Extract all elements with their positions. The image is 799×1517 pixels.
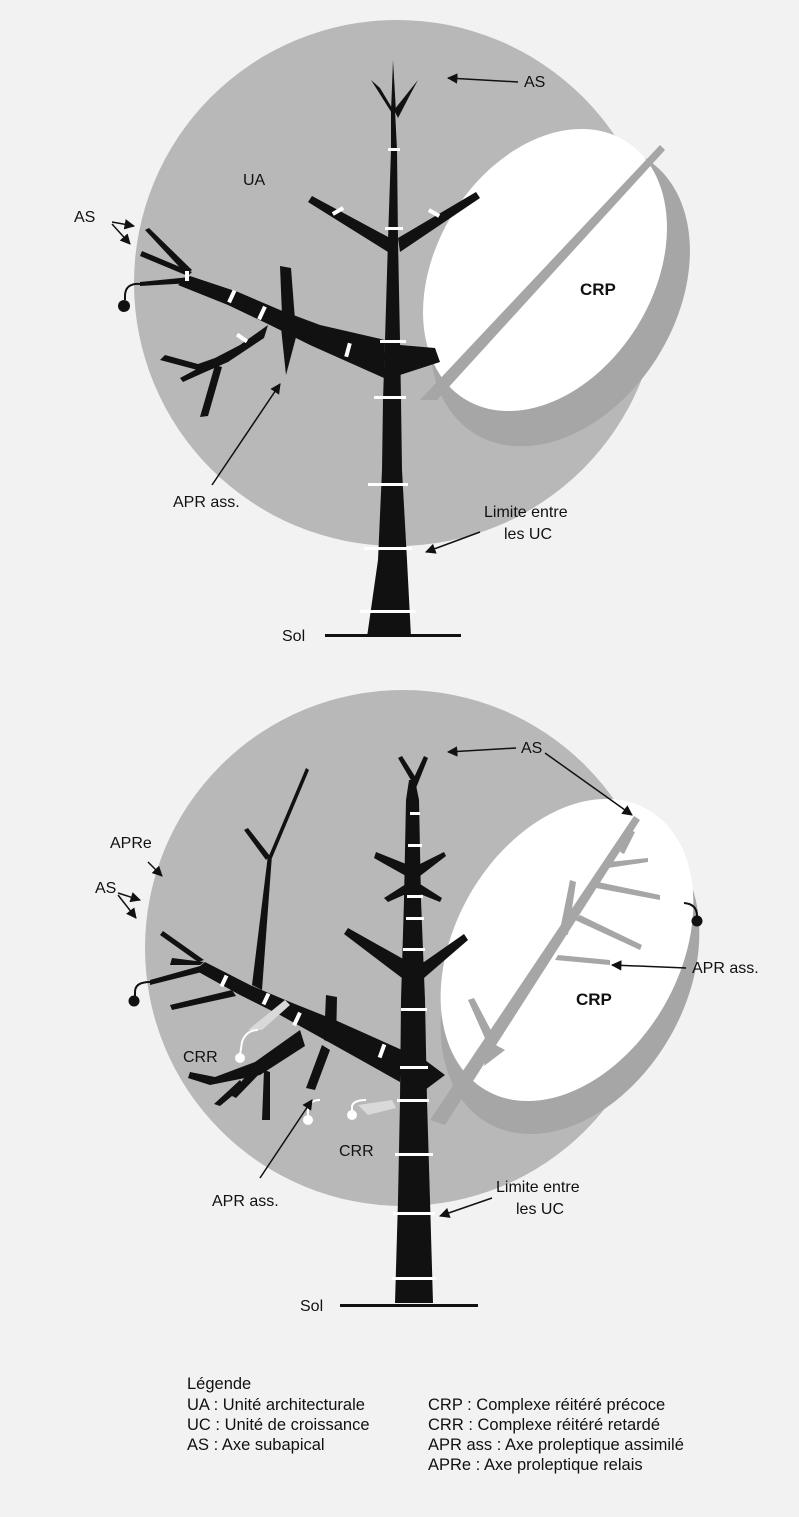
crr-bottom-dot-b — [347, 1110, 357, 1120]
label-sol-top: Sol — [282, 628, 305, 645]
as-hook-right-dot — [692, 916, 703, 927]
arrow-as-left-a — [112, 222, 134, 226]
crr-bottom-dot-a — [303, 1115, 313, 1125]
branch-left-up-bottom — [324, 995, 337, 1045]
label-apr-ass-right: APR ass. — [692, 960, 759, 977]
label-as-left-top: AS — [74, 209, 95, 226]
label-as-top: AS — [524, 74, 545, 91]
label-crr-left: CRR — [183, 1049, 218, 1066]
label-as-top-b: AS — [521, 740, 542, 757]
label-limite-bottom-2: les UC — [516, 1201, 564, 1218]
legend-item-ua: UA : Unité architecturale — [187, 1395, 428, 1415]
as-hook-dot-top — [118, 300, 130, 312]
label-crp-bottom: CRP — [576, 990, 612, 1009]
label-limite-top-2: les UC — [504, 526, 552, 543]
legend-left-column: UA : Unité architecturale UC : Unité de … — [187, 1395, 428, 1475]
label-apr-ass-top: APR ass. — [173, 494, 240, 511]
legend-title: Légende — [187, 1374, 767, 1394]
label-limite-top-1: Limite entre — [484, 504, 568, 521]
ground-line-bottom — [340, 1304, 478, 1307]
label-ua: UA — [243, 172, 266, 189]
ground-line-top — [325, 634, 461, 637]
label-limite-bottom-1: Limite entre — [496, 1179, 580, 1196]
arrow-as-left-b — [112, 224, 130, 244]
crr-left-dot — [235, 1053, 245, 1063]
top-diagram: AS UA AS CRP APR ass. Limite entre les U… — [74, 20, 743, 645]
bottom-diagram: AS APRe AS CRR CRP APR ass. CRR APR ass.… — [95, 690, 759, 1315]
legend-item-as: AS : Axe subapical — [187, 1435, 428, 1455]
label-apr-ass-bottom: APR ass. — [212, 1193, 279, 1210]
legend-item-apre: APRe : Axe proleptique relais — [428, 1455, 767, 1475]
legend-item-apr-ass: APR ass : Axe proleptique assimilé — [428, 1435, 767, 1455]
legend: Légende UA : Unité architecturale UC : U… — [187, 1374, 767, 1475]
label-sol-bottom: Sol — [300, 1298, 323, 1315]
legend-item-crr: CRR : Complexe réitéré retardé — [428, 1415, 767, 1435]
legend-item-uc: UC : Unité de croissance — [187, 1415, 428, 1435]
label-crp-top: CRP — [580, 280, 616, 299]
label-as-left-b: AS — [95, 880, 116, 897]
legend-right-column: CRP : Complexe réitéré précoce CRR : Com… — [428, 1395, 767, 1475]
as-hook-left-dot — [129, 996, 140, 1007]
label-crr-bottom: CRR — [339, 1143, 374, 1160]
legend-columns: UA : Unité architecturale UC : Unité de … — [187, 1395, 767, 1475]
label-apre: APRe — [110, 835, 152, 852]
legend-item-crp: CRP : Complexe réitéré précoce — [428, 1395, 767, 1415]
